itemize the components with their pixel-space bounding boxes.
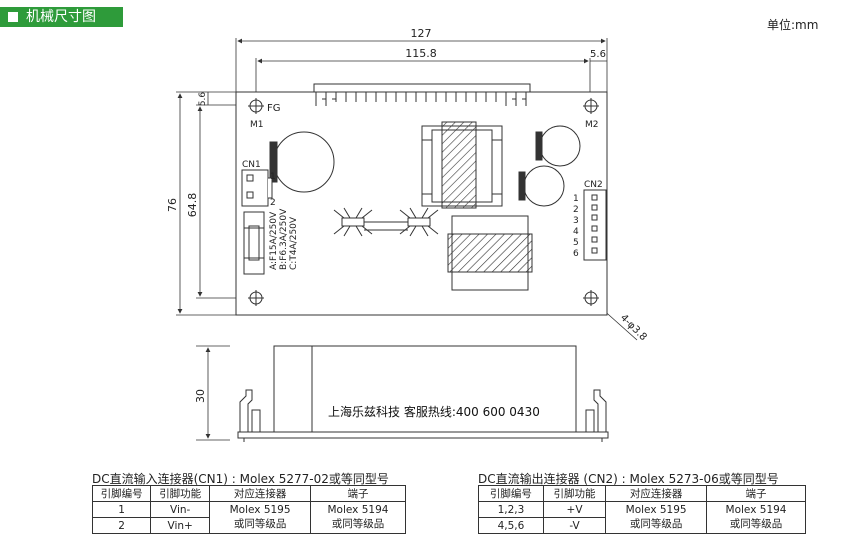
table-row: 1,2,3 +V Molex 5195 或同等级品 Molex 5194 或同等… (478, 501, 806, 534)
label-cn2-pin: 4 (573, 227, 579, 237)
cn2-pin-table: 引脚编号 引脚功能 对应连接器 端子 1,2,3 +V Molex 5195 或… (478, 485, 806, 534)
label-fuse-c: C:T4A/250V (289, 216, 299, 270)
terminal-line: 或同等级品 (729, 518, 783, 530)
table-header: 引脚编号 (91, 485, 152, 502)
label-cn1: CN1 (242, 160, 261, 170)
table-header-row: 引脚编号 引脚功能 对应连接器 端子 (478, 485, 806, 502)
mating-line: 或同等级品 (629, 518, 683, 530)
dim-side-height: 30 (194, 389, 207, 403)
mating-connector: Molex 5195 或同等级品 (605, 501, 708, 534)
pin-function: -V (542, 517, 607, 534)
pin-number: 2 (91, 517, 152, 534)
table-header: 引脚编号 (478, 485, 544, 502)
dim-hole-spacing-x: 115.8 (405, 47, 437, 60)
terminal-line: Molex 5194 (725, 504, 787, 516)
label-cn1-pin: 2 (270, 198, 276, 208)
mating-connector: Molex 5195 或同等级品 (209, 501, 311, 534)
cn2-table-caption: DC直流输出连接器 (CN2) : Molex 5273-06或等同型号 (478, 472, 779, 486)
transformer-top (421, 121, 503, 209)
label-m1: M1 (250, 120, 264, 130)
label-cn2-pin: 2 (573, 205, 579, 215)
unit-label: 单位:mm (767, 18, 819, 32)
label-fg: FG (267, 103, 281, 114)
label-fuse-b: B:F6.3A/250V (279, 208, 289, 270)
label-cn2-pin: 1 (573, 194, 579, 204)
label-cn2-pin: 3 (573, 216, 579, 226)
mating-line: Molex 5195 (229, 504, 291, 516)
terminal-line: Molex 5194 (327, 504, 389, 516)
inductor (447, 215, 533, 291)
heatsinks (333, 207, 439, 237)
cn2-connector (583, 189, 607, 261)
side-view (237, 345, 609, 442)
mounting-hole-icon (583, 98, 599, 114)
table-header: 引脚功能 (150, 485, 211, 502)
table-row: 2 Vin+ (91, 517, 406, 534)
cn1-connector (241, 169, 273, 207)
label-m2: M2 (585, 120, 599, 130)
cn1-pin-table: 引脚编号 引脚功能 对应连接器 端子 1 Vin- Molex 5195 或同等… (91, 485, 407, 534)
hotline-text: 上海乐兹科技 客服热线:400 600 0430 (328, 404, 540, 419)
label-fuse-a: A:F15A/250V (269, 211, 279, 270)
pin-number: 4,5,6 (478, 517, 544, 534)
capacitors (269, 125, 581, 207)
table-row: 4,5,6 -V (478, 517, 806, 534)
table-header: 对应连接器 (605, 485, 708, 502)
table-header: 对应连接器 (209, 485, 311, 502)
pin-function: +V (542, 501, 607, 518)
label-cn2-pin: 6 (573, 249, 579, 259)
dim-hole-spec: 4-φ3.8 (618, 312, 649, 343)
mounting-hole-icon (248, 290, 264, 306)
mounting-holes (248, 98, 599, 306)
dim-edge-offset-top: 5.6 (198, 92, 208, 107)
table-header: 端子 (706, 485, 806, 502)
dim-overall-height: 76 (166, 198, 179, 212)
fuse (243, 211, 265, 275)
table-header-row: 引脚编号 引脚功能 对应连接器 端子 (91, 485, 407, 502)
table-row: 1 Vin- Molex 5195 或同等级品 Molex 5194 或同等级品 (91, 501, 407, 534)
square-bullet-icon (8, 12, 18, 22)
mating-line: 或同等级品 (233, 518, 287, 530)
terminal: Molex 5194 或同等级品 (706, 501, 806, 534)
mating-line: Molex 5195 (625, 504, 687, 516)
pin-number: 1,2,3 (478, 501, 544, 518)
label-cn2-pin: 5 (573, 238, 579, 248)
dim-hole-spacing-y: 64.8 (186, 193, 199, 218)
mounting-hole-icon (248, 98, 264, 114)
table-header: 端子 (309, 485, 407, 502)
label-cn1-pin: 1 (270, 172, 276, 182)
mounting-hole-icon (583, 290, 599, 306)
pin-number: 1 (91, 501, 152, 518)
section-title: 机械尺寸图 (0, 7, 123, 27)
section-title-text: 机械尺寸图 (26, 9, 96, 25)
pin-function: Vin+ (150, 517, 211, 534)
table-header: 引脚功能 (542, 485, 607, 502)
pin-function: Vin- (150, 501, 211, 518)
terminal: Molex 5194 或同等级品 (309, 501, 407, 534)
dim-overall-width: 127 (411, 27, 432, 40)
dimension-lines (176, 38, 638, 441)
cn1-table-caption: DC直流输入连接器(CN1) : Molex 5277-02或等同型号 (92, 472, 389, 486)
terminal-line: 或同等级品 (331, 518, 385, 530)
label-cn2: CN2 (584, 180, 603, 190)
dim-edge-offset-right: 5.6 (590, 49, 606, 60)
